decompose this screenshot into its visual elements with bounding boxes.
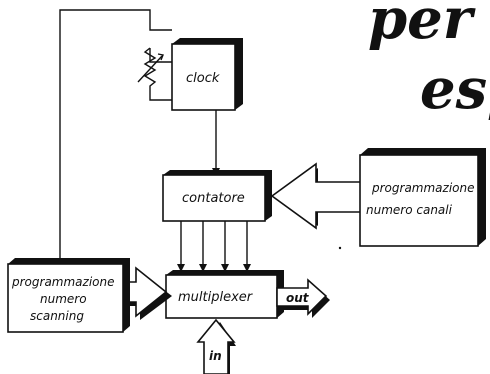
counter-bus <box>177 221 251 272</box>
heading-line-1: per <box>368 0 476 52</box>
counter-block: contatore <box>162 170 272 222</box>
scan-programming-block: programmazione numero scanning <box>7 258 130 333</box>
channel-programming-label-2: numero canali <box>366 203 453 217</box>
counter-label: contatore <box>182 191 245 206</box>
multiplexer-block: multiplexer <box>165 270 284 319</box>
channels-arrow <box>270 162 366 230</box>
scan-programming-label-1: programmazione <box>11 275 115 289</box>
stray-dot <box>338 246 342 250</box>
out-arrow: out <box>276 278 330 318</box>
in-label: in <box>209 349 222 363</box>
scan-programming-label-2: numero <box>40 292 87 306</box>
scan-programming-label-3: scanning <box>30 309 84 323</box>
channel-programming-label-1: programmazione <box>371 181 475 195</box>
clock-label: clock <box>186 71 220 86</box>
channel-programming-block: programmazione numero canali <box>359 148 486 247</box>
in-arrow: in <box>196 318 236 374</box>
out-label: out <box>286 291 310 305</box>
clock-block: clock <box>171 38 243 111</box>
multiplexer-label: multiplexer <box>178 290 254 305</box>
heading-line-2: esp <box>420 56 490 122</box>
feedback-wire <box>59 9 172 262</box>
variable-resistor-icon <box>137 47 172 101</box>
